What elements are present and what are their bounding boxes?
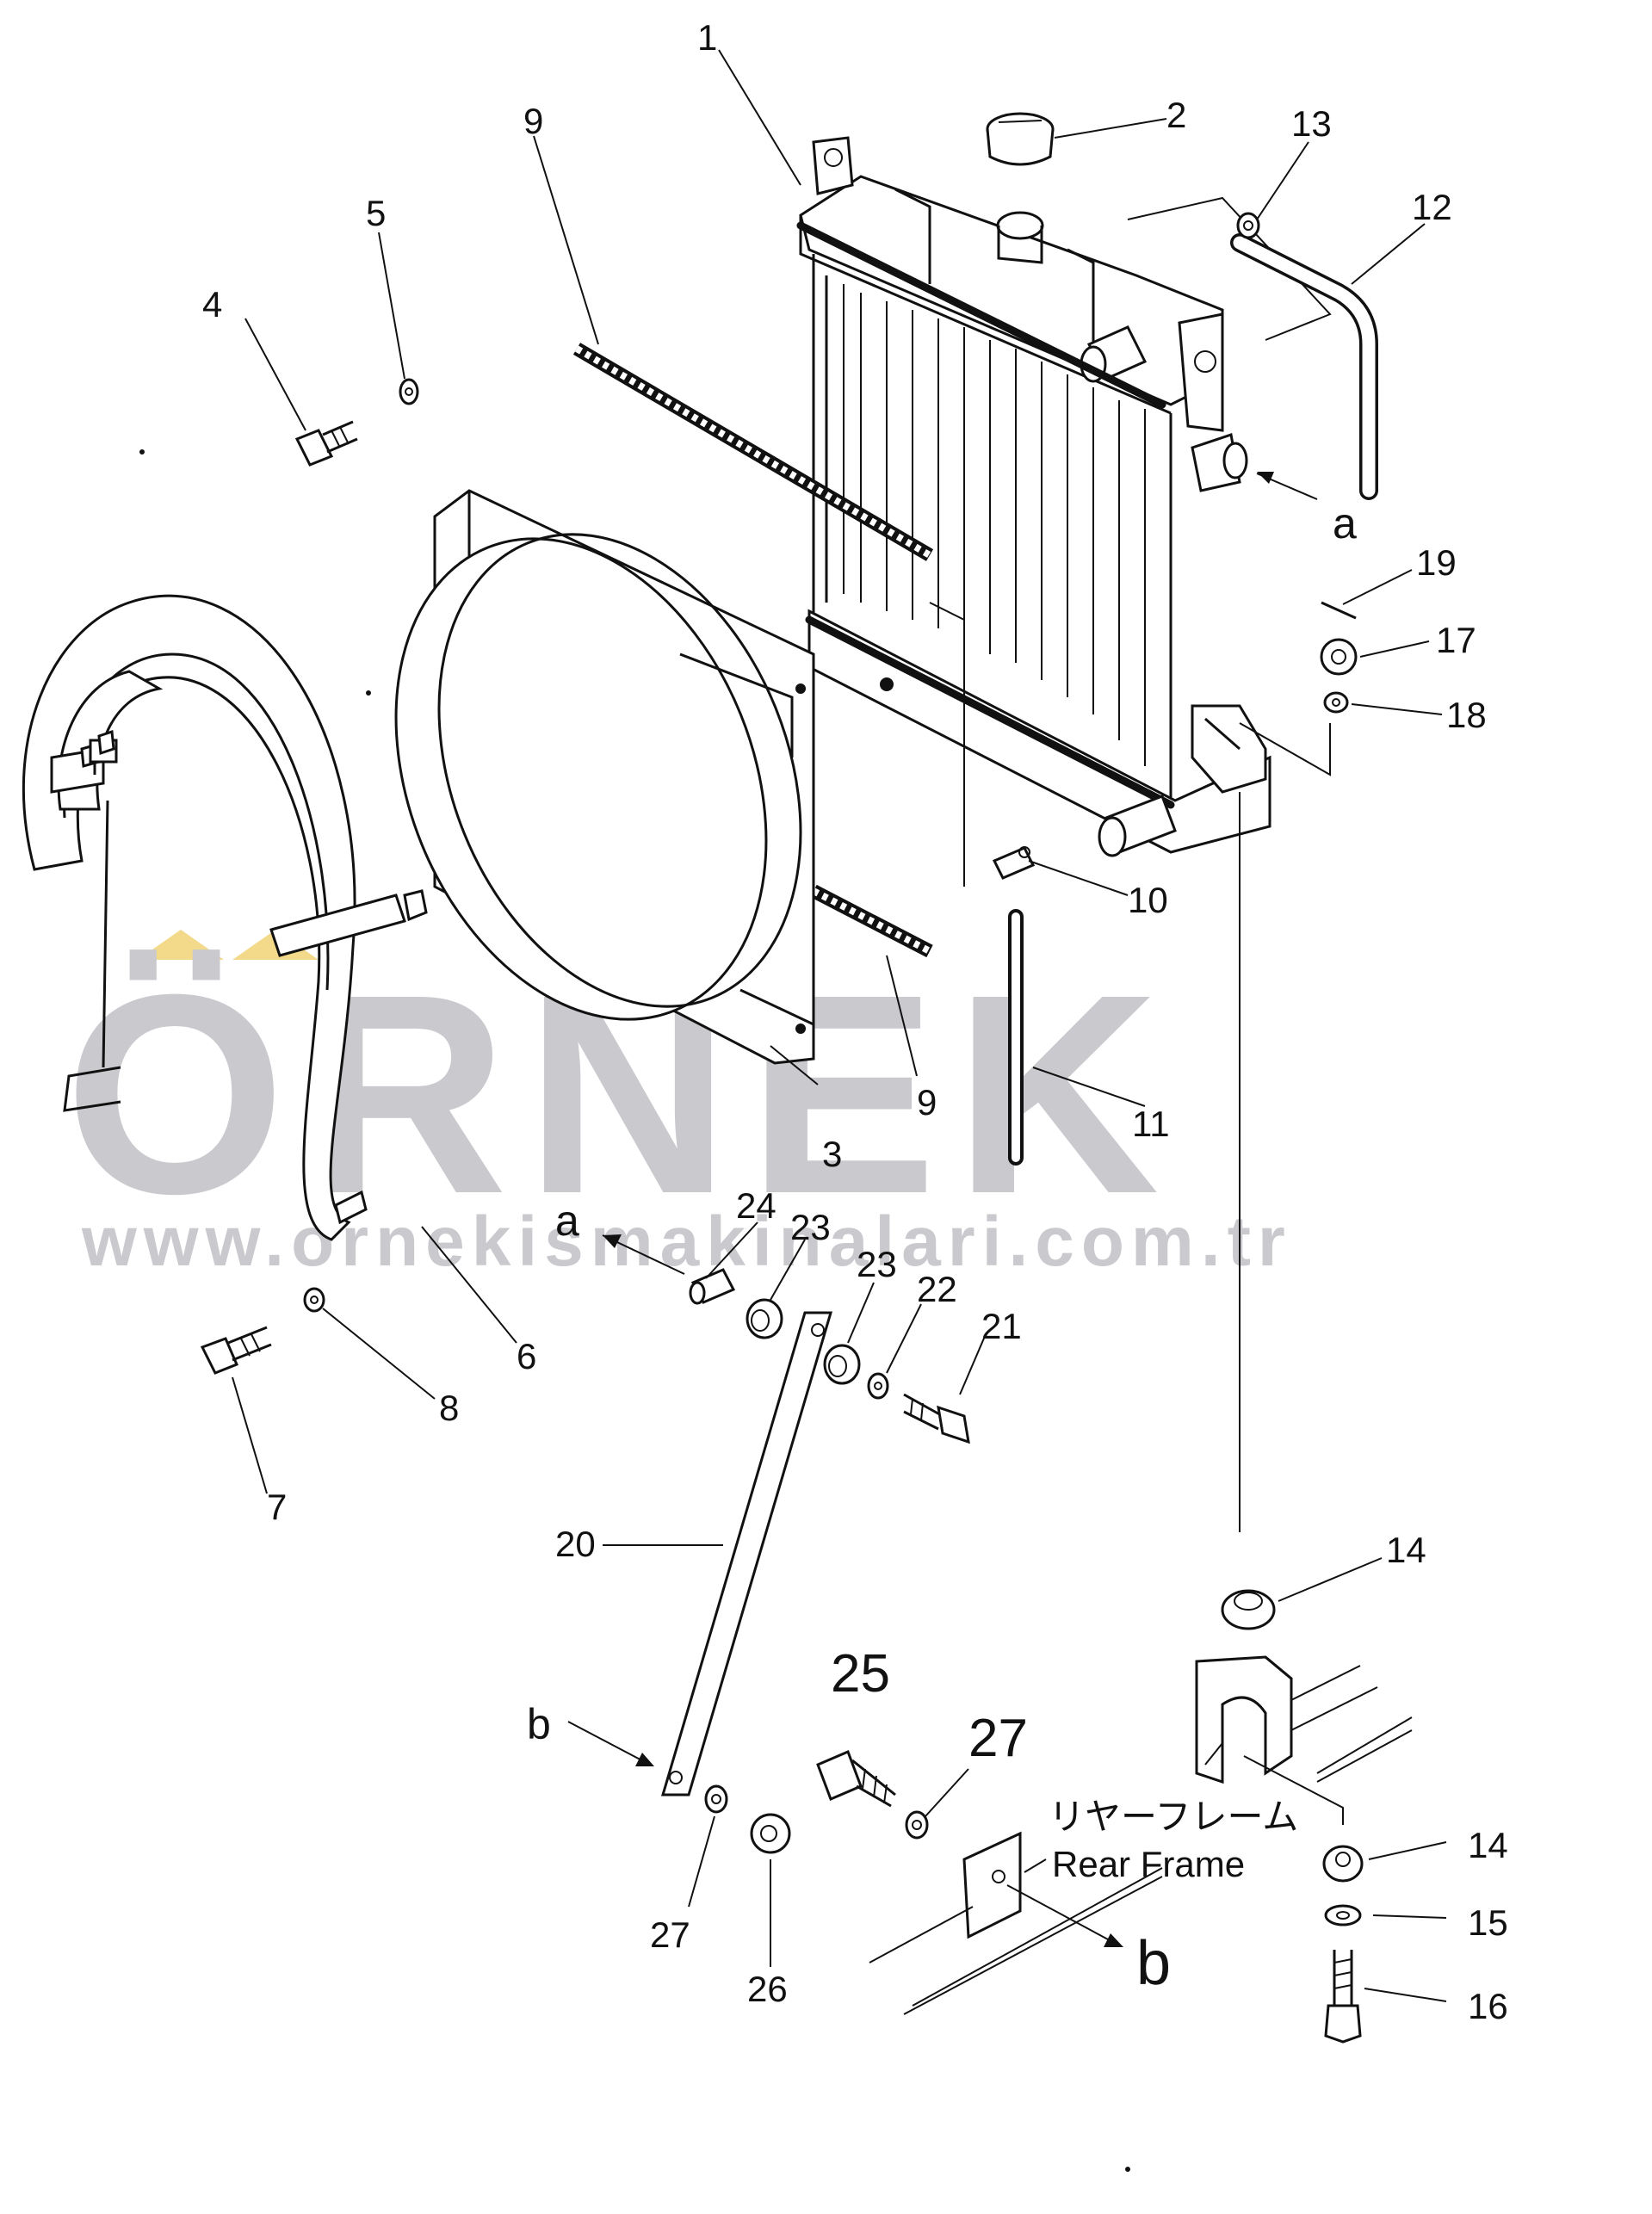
radiator-cap <box>986 112 1055 166</box>
drain-cock <box>992 846 1036 880</box>
fan-guard <box>22 594 428 1241</box>
bolt-16 <box>1324 1950 1362 2044</box>
callout-15: 15 <box>1468 1902 1508 1943</box>
callout-9-top: 9 <box>523 101 543 141</box>
rear-frame-label-jp: リヤーフレーム <box>1049 1797 1298 1837</box>
leader-lines <box>232 49 1447 2002</box>
washer-5 <box>399 378 419 405</box>
ref-b-right: b <box>1136 1929 1171 1998</box>
reference-arrows <box>567 472 1318 1947</box>
washer-27a <box>704 1784 728 1814</box>
callout-23-left: 23 <box>790 1207 831 1247</box>
bolt-25 <box>816 1750 896 1808</box>
callout-25: 25 <box>831 1644 890 1704</box>
mount-bracket <box>1195 1655 1413 1825</box>
callout-21: 21 <box>981 1306 1022 1346</box>
callout-27-right: 27 <box>968 1709 1028 1768</box>
bolt-7 <box>200 1326 272 1375</box>
callout-labels: 1 2 13 12 9 5 4 19 17 18 10 9 11 3 6 8 7… <box>202 17 1508 2026</box>
washer-15 <box>1324 1904 1362 1926</box>
nut-14b <box>1322 1845 1364 1883</box>
stay-20 <box>660 1311 833 1797</box>
washer-22 <box>867 1372 889 1400</box>
nut-17 <box>1320 638 1358 676</box>
callout-2: 2 <box>1166 95 1186 135</box>
callout-7: 7 <box>267 1487 287 1527</box>
callout-20: 20 <box>555 1524 596 1564</box>
radiator <box>796 136 1271 857</box>
washer-27b <box>905 1810 929 1840</box>
ref-a-mid: a <box>555 1197 579 1245</box>
fan-shroud <box>394 489 815 1065</box>
rear-frame <box>869 1831 1163 2015</box>
callout-24: 24 <box>736 1185 777 1226</box>
callout-8: 8 <box>439 1388 459 1428</box>
callout-14-top: 14 <box>1386 1530 1426 1570</box>
callout-26: 26 <box>747 1969 788 2009</box>
washer-8 <box>303 1287 325 1313</box>
watermark-url: www.ornekismakinalari.com.tr <box>81 1203 1292 1281</box>
callout-4: 4 <box>202 284 222 325</box>
callout-6: 6 <box>517 1336 536 1376</box>
callout-3: 3 <box>822 1134 842 1174</box>
rear-frame-label-en: Rear Frame <box>1052 1844 1245 1884</box>
watermark-accent-left <box>138 930 224 960</box>
spacer-23b <box>823 1344 861 1385</box>
cotter-pin <box>1321 601 1357 620</box>
callout-18: 18 <box>1446 695 1487 735</box>
spacer-23a <box>746 1298 783 1339</box>
ref-a-top: a <box>1333 499 1357 547</box>
callout-19: 19 <box>1416 542 1457 583</box>
callout-27-left: 27 <box>650 1914 690 1955</box>
callout-12: 12 <box>1412 187 1452 227</box>
callout-9-bottom: 9 <box>917 1082 937 1122</box>
callout-23-right: 23 <box>857 1244 897 1284</box>
reference-letters: a a b b <box>527 499 1357 1998</box>
callout-5: 5 <box>366 193 386 233</box>
callout-10: 10 <box>1128 880 1168 920</box>
bolt-4 <box>294 420 358 467</box>
callout-16: 16 <box>1468 1986 1508 2026</box>
collar-24 <box>689 1268 736 1305</box>
callout-14-bottom: 14 <box>1468 1825 1508 1865</box>
washer-18 <box>1323 691 1349 714</box>
overflow-hose <box>1230 212 1378 500</box>
callout-1: 1 <box>697 17 717 58</box>
nut-26 <box>750 1813 791 1854</box>
callout-17: 17 <box>1436 620 1476 660</box>
rear-frame-label: リヤーフレーム Rear Frame <box>1049 1797 1298 1884</box>
callout-13: 13 <box>1291 103 1332 144</box>
callout-22: 22 <box>917 1269 957 1309</box>
bolt-21 <box>903 1393 970 1444</box>
ref-b-left: b <box>527 1700 551 1748</box>
nut-14a <box>1221 1589 1276 1630</box>
callout-11: 11 <box>1132 1104 1170 1144</box>
